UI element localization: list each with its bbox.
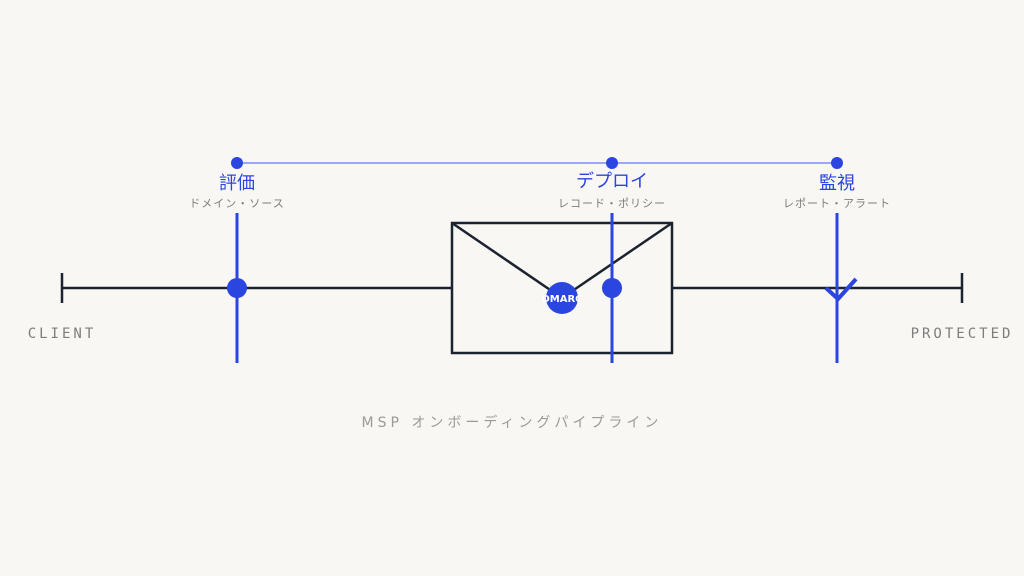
dmarc-seal-label: DMARC	[541, 294, 582, 305]
check-icon	[824, 277, 858, 302]
stage-title-evaluate: 評価	[219, 173, 255, 194]
endpoint-label-client: CLIENT	[28, 326, 97, 342]
node-deploy	[602, 278, 622, 298]
stage-title-deploy: デプロイ	[576, 171, 648, 192]
node-evaluate	[227, 278, 247, 298]
stage-title-monitor: 監視	[819, 173, 855, 194]
stage-marker-dot-deploy	[606, 157, 618, 169]
diagram-caption: MSP オンボーディングパイプライン	[362, 414, 663, 431]
stage-marker-dot-evaluate	[231, 157, 243, 169]
dmarc-seal	[546, 282, 578, 314]
endpoint-label-protected: PROTECTED	[911, 326, 1014, 342]
stage-marker-dot-monitor	[831, 157, 843, 169]
stage-subtitle-evaluate: ドメイン・ソース	[189, 197, 284, 210]
stage-subtitle-monitor: レポート・アラート	[783, 197, 891, 210]
stage-subtitle-deploy: レコード・ポリシー	[558, 197, 666, 210]
